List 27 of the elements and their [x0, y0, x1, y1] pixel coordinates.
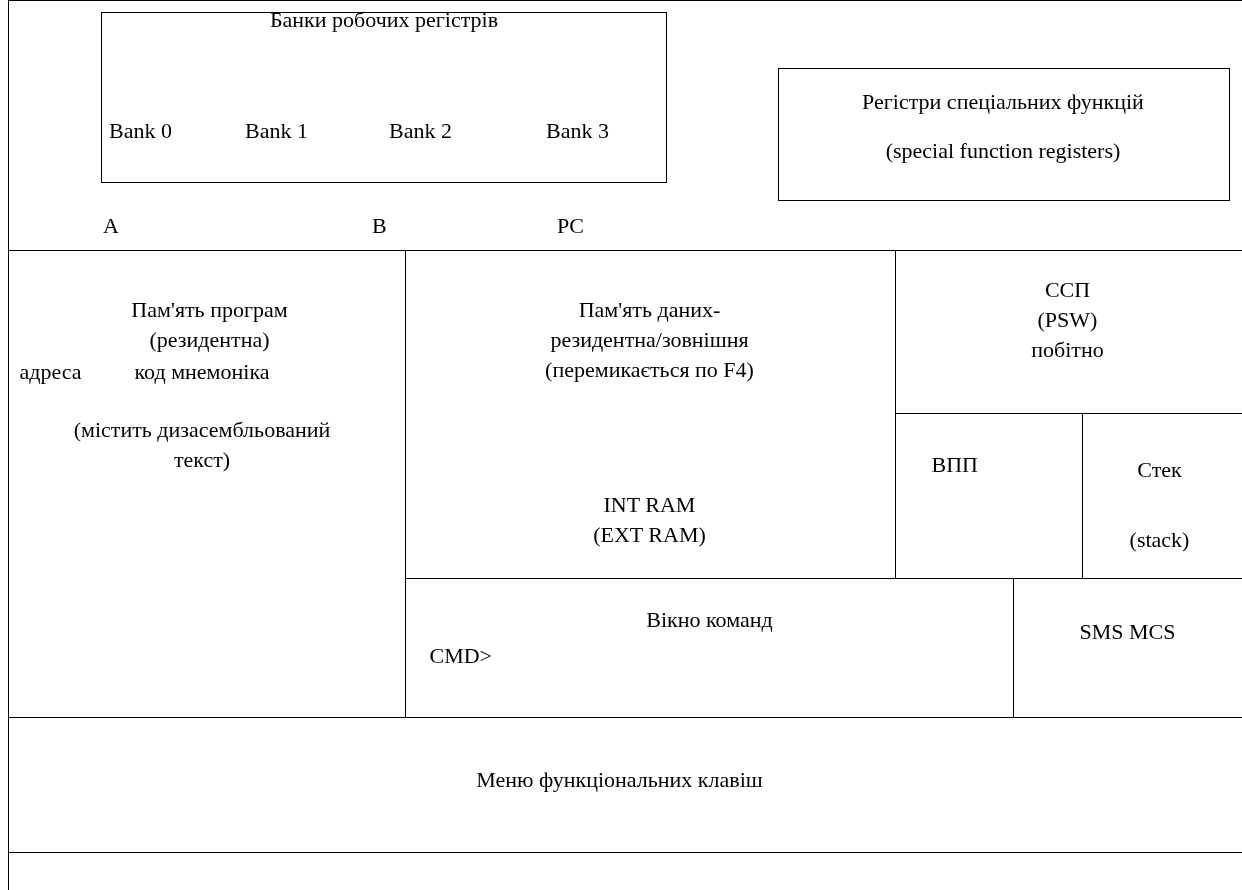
label-text: Пам'ять даних- резидентна/зовнішня (перемикається по F4) [544, 295, 755, 384]
register-label: B [372, 212, 387, 240]
label-text: Регістри спеціальних функцій [861, 88, 1145, 116]
label-text: Bank 2 [389, 117, 452, 145]
register-label: A [103, 212, 119, 240]
label-text: код мнемоніка [134, 357, 270, 386]
register-label: PC [557, 212, 584, 240]
sfr-box [777, 67, 1230, 201]
label-text: Bank 0 [109, 117, 172, 145]
label-text: Банки робочих регістрів [268, 6, 500, 34]
label-text: Вікно команд [645, 605, 774, 634]
label-text: INT RAM (EXT RAM) [592, 490, 707, 549]
register-panel [8, 0, 1242, 251]
label-text: Меню функціональних клавіш [475, 765, 764, 794]
label-text: ССП (PSW) побітно [1030, 275, 1105, 364]
label-text: SMS MCS [1078, 617, 1177, 646]
label-text: адреса [19, 357, 82, 386]
label-text: CMD> [429, 641, 493, 670]
register-banks-box [100, 11, 667, 183]
label-text: Bank 1 [245, 117, 308, 145]
label-text: (містить дизасембльований текст) [72, 415, 332, 474]
label-text: (stack) [1128, 525, 1191, 554]
label-text: (special function registers) [884, 137, 1122, 165]
label-text: Пам'ять програм (резидентна) [130, 295, 289, 354]
label-text: Bank 3 [546, 117, 609, 145]
label-text: Стек [1136, 455, 1183, 484]
label-text: ВПП [931, 450, 978, 479]
